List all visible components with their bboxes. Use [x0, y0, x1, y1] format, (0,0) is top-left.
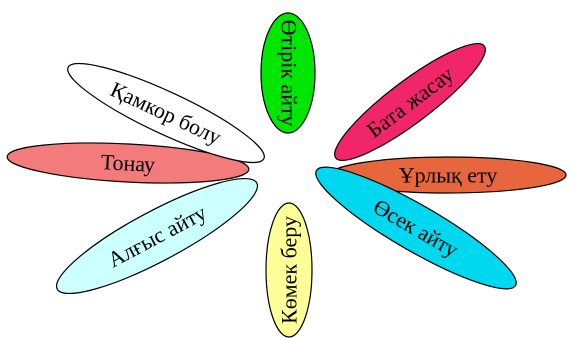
petal-otirik-aitu-shape: [260, 12, 316, 134]
petal-otirik-aitu-label: Өтірік айту: [277, 20, 302, 127]
petal-bata-zhasau-shape: [334, 42, 486, 162]
petal-komek-beru-label: Көмек беру: [277, 216, 302, 324]
petal-tonau-label: Тонау: [100, 149, 155, 177]
petal-kamkor-bolu-shape: [67, 62, 265, 164]
petal-osek-aitu-shape: [315, 166, 517, 290]
petal-algys-aitu: Алғыс айту: [55, 177, 259, 295]
petal-urlyk-etu-label: Ұрлық ету: [399, 163, 498, 188]
petal-tonau-shape: [6, 142, 250, 184]
petal-bata-zhasau: Бата жасау: [334, 42, 486, 162]
petal-otirik-aitu: Өтірік айту: [260, 12, 316, 134]
petal-komek-beru: Көмек беру: [265, 202, 313, 338]
petal-tonau: Тонау: [6, 142, 250, 184]
petal-algys-aitu-shape: [55, 177, 259, 295]
petal-urlyk-etu: Ұрлық ету: [329, 156, 567, 194]
petal-komek-beru-shape: [265, 202, 313, 338]
